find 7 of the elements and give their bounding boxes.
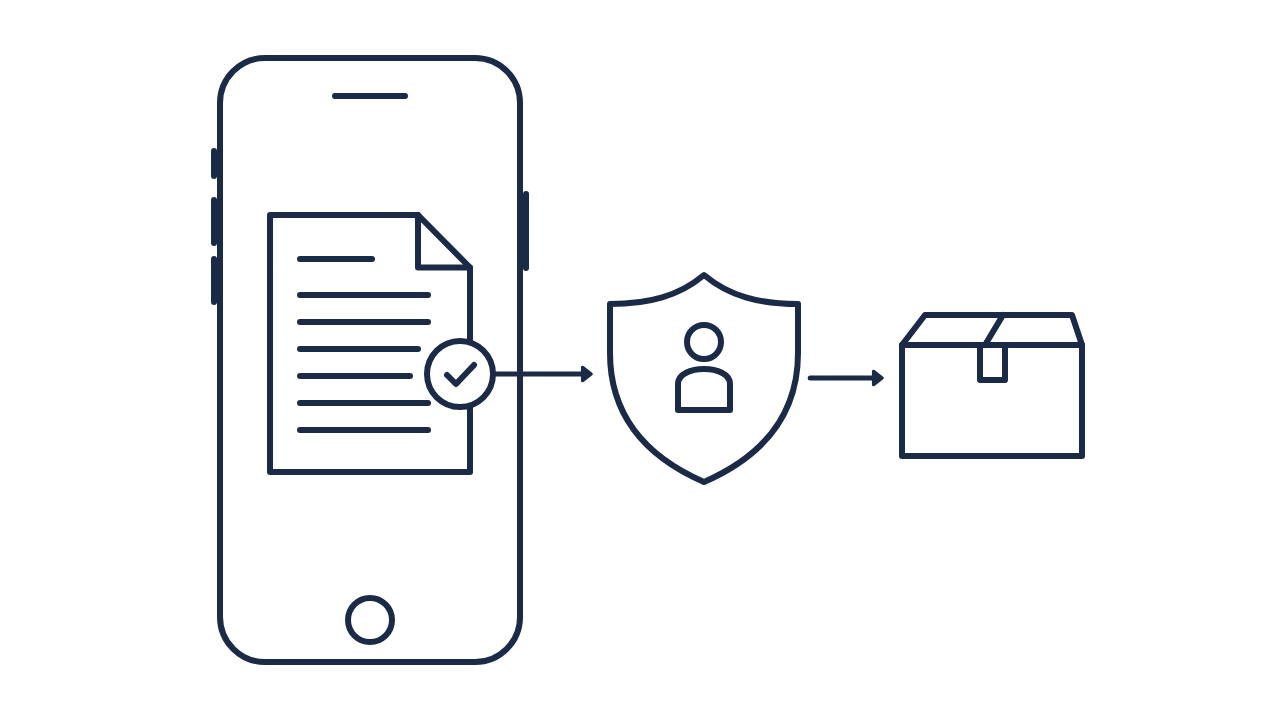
arrow [807,369,884,387]
arrow [493,365,593,383]
check-badge [424,338,496,410]
document-drawing [267,212,473,475]
phone-drawing [211,55,529,665]
shield-drawing [607,272,801,485]
package-drawing [899,312,1085,459]
